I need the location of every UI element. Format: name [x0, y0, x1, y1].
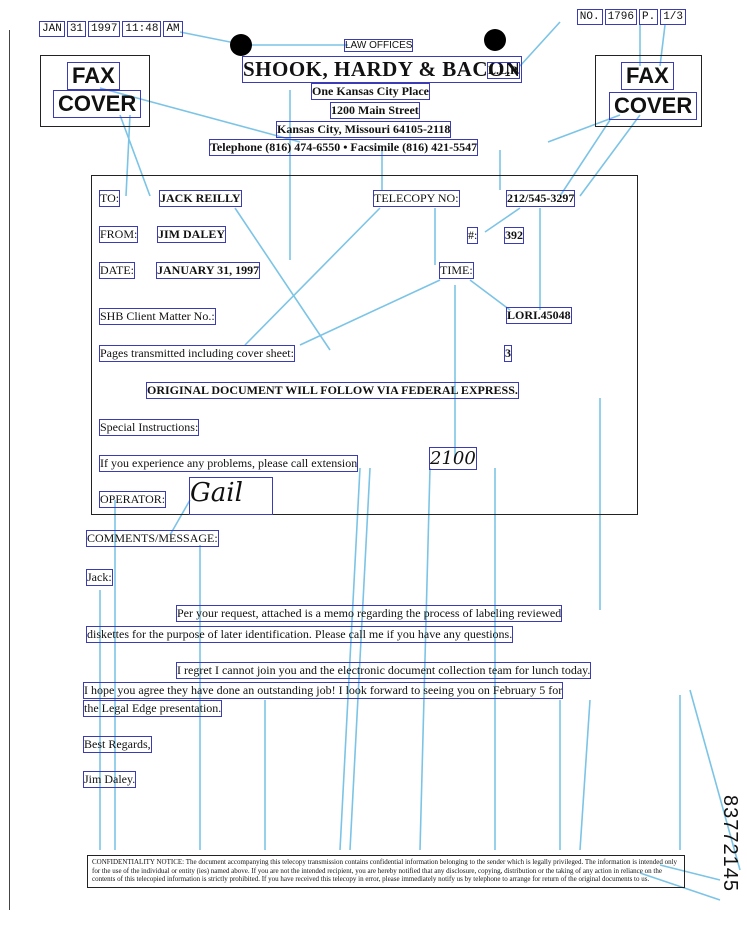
fax-cover-frame-right	[595, 55, 702, 127]
stamp-time: 11:48	[122, 21, 162, 37]
message-paragraph-2-line-3: the Legal Edge presentation.	[82, 700, 223, 717]
message-paragraph-1-line-1: Per your request, attached is a memo reg…	[175, 605, 563, 622]
address-line-1: One Kansas City Place	[311, 83, 430, 100]
hole-punch-mark	[230, 34, 252, 56]
time-label: TIME:	[439, 262, 474, 279]
confidentiality-notice: CONFIDENTIALITY NOTICE: The document acc…	[87, 855, 685, 888]
telecopy-label: TELECOPY NO:	[373, 190, 460, 207]
closing: Best Regards,	[83, 736, 152, 753]
telephone-line: Telephone (816) 474-6550 • Facsimile (81…	[208, 139, 479, 156]
stamp-day: 31	[66, 21, 87, 37]
fax-label-left: FAX	[67, 62, 120, 90]
firm-suffix: L.L.P.	[486, 62, 521, 79]
comments-heading: COMMENTS/MESSAGE:	[86, 530, 219, 547]
number-label: NO.	[576, 9, 603, 25]
address-line-2: 1200 Main Street	[330, 102, 420, 119]
cover-label-right: COVER	[608, 92, 698, 120]
address-line-3: Kansas City, Missouri 64105-2118	[275, 121, 452, 138]
telecopy-value: 212/545-3297	[505, 190, 576, 207]
from-value: JIM DALEY	[156, 226, 227, 243]
special-instructions-label: Special Instructions:	[98, 419, 200, 436]
number-label: #:	[466, 227, 479, 244]
to-label: TO:	[98, 190, 121, 207]
from-label: FROM:	[98, 226, 139, 243]
stamp-year: 1997	[88, 21, 121, 37]
bates-number: 83772145	[719, 795, 741, 892]
to-value: JACK REILLY	[159, 190, 242, 207]
law-offices-label: LAW OFFICES	[343, 39, 414, 52]
client-matter-label: SHB Client Matter No.:	[99, 308, 216, 325]
pages-value: 3	[504, 345, 512, 362]
original-follows-notice: ORIGINAL DOCUMENT WILL FOLLOW VIA FEDERA…	[146, 382, 519, 399]
pages-label: Pages transmitted including cover sheet:	[99, 345, 295, 362]
problem-instructions: If you experience any problems, please c…	[98, 455, 359, 472]
firm-name: SHOOK, HARDY & BACON	[242, 56, 522, 83]
message-paragraph-1-line-2: diskettes for the purpose of later ident…	[85, 626, 514, 643]
extension-handwritten: 2100	[429, 447, 477, 470]
page-value: 1/3	[660, 9, 686, 25]
operator-signature: Gail	[189, 477, 273, 515]
sender-signature: Jim Daley.	[82, 771, 137, 788]
salutation: Jack:	[86, 569, 113, 586]
number-value: 392	[504, 227, 524, 244]
stamp-time-suffix: AM	[163, 21, 183, 37]
cover-label-left: COVER	[52, 90, 142, 118]
date-label: DATE:	[99, 262, 135, 279]
page-margin-line	[9, 30, 10, 910]
page-label: P.	[638, 9, 659, 25]
stamp-month: JAN	[39, 21, 65, 37]
client-matter-value: LORI.45048	[506, 307, 572, 324]
fax-cover-frame-left	[40, 55, 150, 127]
hole-punch-mark	[484, 29, 506, 51]
number-value: 1796	[604, 9, 637, 25]
cover-form-frame	[91, 175, 638, 515]
message-paragraph-2-line-2: I hope you agree they have done an outst…	[82, 682, 564, 699]
message-paragraph-2-line-1: I regret I cannot join you and the elect…	[175, 662, 592, 679]
date-value: JANUARY 31, 1997	[155, 262, 261, 279]
operator-label: OPERATOR:	[98, 491, 167, 508]
fax-label-right: FAX	[621, 62, 674, 90]
